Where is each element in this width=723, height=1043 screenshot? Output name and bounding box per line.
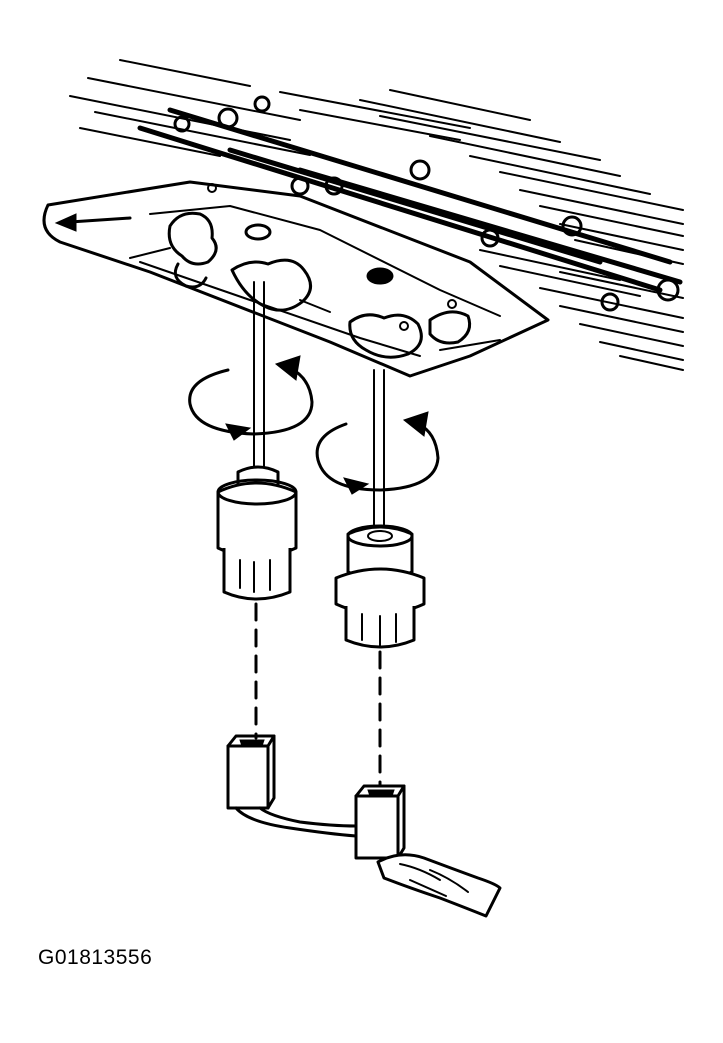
left-sensor-assembly [188,281,314,810]
housing-rails [137,107,683,293]
right-sensor-assembly [315,369,440,860]
figure-code: G01813556 [38,946,153,969]
left-rotation-arrow-icon [188,355,314,441]
direction-arrow [54,213,132,232]
right-rotation-arrow-icon [315,411,440,495]
housing-hatching [69,59,684,371]
wiring-harness [234,806,502,918]
valve-body-plate [42,180,550,378]
housing-bosses [173,95,680,312]
